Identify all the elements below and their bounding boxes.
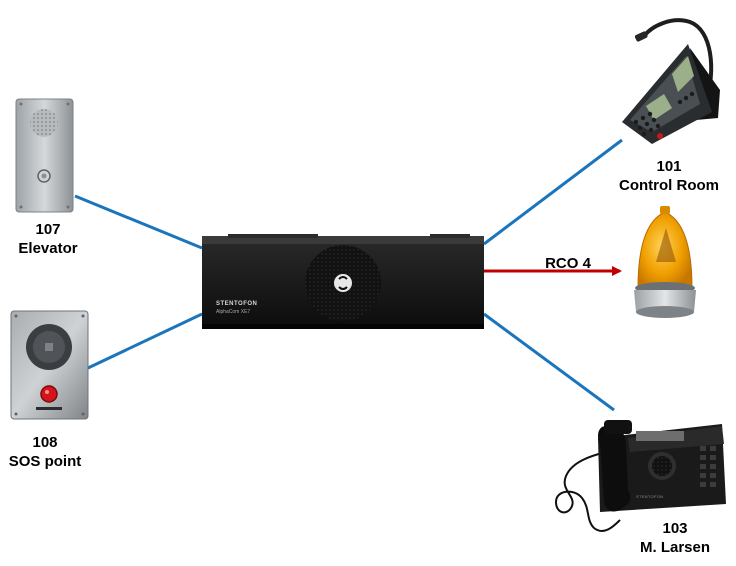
desk-phone bbox=[554, 420, 726, 532]
label-m-larsen: 103 M. Larsen bbox=[620, 519, 730, 557]
device-number: 108 bbox=[32, 434, 58, 451]
label-relay: RCO 4 bbox=[528, 254, 608, 273]
alphacom-brand: STENTOFON AlphaCom XE7 bbox=[216, 300, 257, 316]
sos-button-icon bbox=[40, 385, 58, 403]
label-elevator: 107 Elevator bbox=[8, 220, 88, 258]
model-text: AlphaCom XE7 bbox=[216, 309, 251, 315]
line-elevator bbox=[74, 194, 203, 250]
device-number: 101 bbox=[656, 158, 682, 175]
elevator-intercom bbox=[15, 98, 74, 213]
relay-output-label: RCO 4 bbox=[545, 255, 591, 272]
device-number: 103 bbox=[662, 520, 688, 537]
amber-beacon bbox=[634, 206, 696, 318]
line-m-larsen bbox=[483, 312, 615, 412]
line-sos-point bbox=[87, 312, 203, 370]
brand-text: STENTOFON bbox=[216, 301, 258, 307]
line-control-room bbox=[483, 138, 623, 246]
label-control-room: 101 Control Room bbox=[606, 157, 732, 195]
control-room-desk-station bbox=[622, 18, 720, 144]
device-number: 107 bbox=[35, 221, 61, 238]
label-sos-point: 108 SOS point bbox=[0, 433, 90, 471]
device-name: SOS point bbox=[8, 453, 82, 470]
alphacom-unit bbox=[202, 234, 484, 329]
device-name: M. Larsen bbox=[639, 539, 711, 556]
sos-intercom bbox=[10, 310, 89, 420]
device-name: Elevator bbox=[18, 240, 78, 257]
device-name: Control Room bbox=[619, 177, 719, 194]
desk-phone-brand: STENTOFON bbox=[636, 494, 664, 499]
